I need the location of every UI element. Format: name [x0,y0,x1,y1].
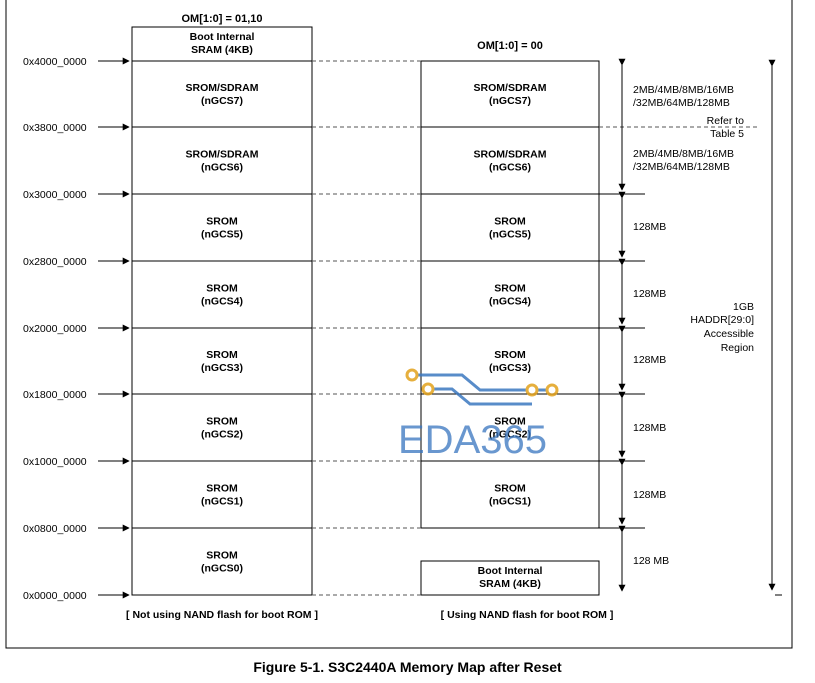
left-bank-chip-select: (nGCS3) [201,362,243,374]
address-label: 0x0000_0000 [23,590,87,602]
left-bank-chip-select: (nGCS2) [201,429,243,441]
right-bank-chip-select: (nGCS3) [489,362,531,374]
left-bank-type: SROM [206,216,238,228]
dashed-connectors [312,60,760,596]
bank4-size: 128MB [633,288,666,300]
left-bank-chip-select: (nGCS1) [201,496,243,508]
watermark-dot-4 [545,383,559,397]
right-bank-type: SROM [494,283,526,295]
address-label: 0x3800_0000 [23,122,87,134]
total-line1: 1GB [733,301,754,313]
right-bank-chip-select: (nGCS5) [489,229,531,241]
left-boot-sram-size: SRAM (4KB) [191,44,253,56]
right-boot-sram-size: SRAM (4KB) [479,578,541,590]
figure-caption: Figure 5-1. S3C2440A Memory Map after Re… [253,659,562,675]
address-arrows [98,57,130,599]
right-map-box [420,60,600,529]
left-bank-type: SROM [206,349,238,361]
left-bank-type: SROM [206,550,238,562]
watermark-logo: EDA365 [398,368,559,462]
right-bank-type: SROM [494,483,526,495]
address-label: 0x2000_0000 [23,323,87,335]
left-bank-type: SROM [206,283,238,295]
address-label: 0x2800_0000 [23,256,87,268]
right-map-bank-labels: SROM/SDRAM(nGCS7)SROM/SDRAM(nGCS6)SROM(n… [474,82,547,508]
left-map-dividers [132,126,312,529]
left-map-header: OM[1:0] = 01,10 [181,13,262,25]
bank6-size-line2: /32MB/64MB/128MB [633,161,730,173]
address-label: 0x3000_0000 [23,189,87,201]
left-bank-chip-select: (nGCS7) [201,95,243,107]
bank2-size: 128MB [633,422,666,434]
left-bank-chip-select: (nGCS0) [201,563,243,575]
right-boot-sram-label: Boot Internal [478,565,543,577]
right-bank-chip-select: (nGCS4) [489,296,531,308]
total-line3: Accessible [704,328,754,340]
watermark-text: EDA365 [398,418,547,462]
left-boot-sram-label: Boot Internal [190,31,255,43]
bank7-size-line2: /32MB/64MB/128MB [633,97,730,109]
bank7-size-line1: 2MB/4MB/8MB/16MB [633,84,734,96]
size-arrows [599,58,782,596]
bank1-size: 128MB [633,489,666,501]
left-bank-type: SROM/SDRAM [186,82,259,94]
right-map-footer: [ Using NAND flash for boot ROM ] [441,609,614,621]
right-bank-chip-select: (nGCS7) [489,95,531,107]
watermark-dot-1 [405,368,419,382]
address-label: 0x1800_0000 [23,389,87,401]
bank0-size: 128 MB [633,555,669,567]
right-bank-type: SROM/SDRAM [474,82,547,94]
address-label: 0x4000_0000 [23,56,87,68]
address-label: 0x1000_0000 [23,456,87,468]
right-bank-type: SROM [494,216,526,228]
address-labels: 0x4000_0000 0x3800_0000 0x3000_0000 0x2800_… [23,56,87,602]
left-bank-chip-select: (nGCS6) [201,162,243,174]
right-bank-chip-select: (nGCS6) [489,162,531,174]
right-bank-chip-select: (nGCS2) [489,429,531,441]
left-bank-chip-select: (nGCS5) [201,229,243,241]
left-map-bank-labels: SROM/SDRAM(nGCS7)SROM/SDRAM(nGCS6)SROM(n… [186,82,259,575]
bank3-size: 128MB [633,354,666,366]
address-label: 0x0800_0000 [23,523,87,535]
right-map-dividers [421,126,599,462]
refer-line2: Table 5 [710,128,744,140]
left-map-footer: [ Not using NAND flash for boot ROM ] [126,609,318,621]
left-bank-type: SROM [206,416,238,428]
bank6-size-line1: 2MB/4MB/8MB/16MB [633,148,734,160]
right-bank-chip-select: (nGCS1) [489,496,531,508]
right-bank-type: SROM [494,349,526,361]
right-bank-type: SROM [494,416,526,428]
watermark-trace-icon [412,373,552,406]
figure-frame [5,0,793,649]
total-line2: HADDR[29:0] [690,314,754,326]
watermark-dot-2 [421,382,435,396]
right-bank-type: SROM/SDRAM [474,149,547,161]
refer-line1: Refer to [707,115,745,127]
left-bank-chip-select: (nGCS4) [201,296,243,308]
left-bank-type: SROM [206,483,238,495]
watermark-dot-3 [525,383,539,397]
right-boot-sram-box [420,560,600,596]
total-line4: Region [721,342,754,354]
bank5-size: 128MB [633,221,666,233]
left-bank-type: SROM/SDRAM [186,149,259,161]
right-map-header: OM[1:0] = 00 [477,40,543,52]
